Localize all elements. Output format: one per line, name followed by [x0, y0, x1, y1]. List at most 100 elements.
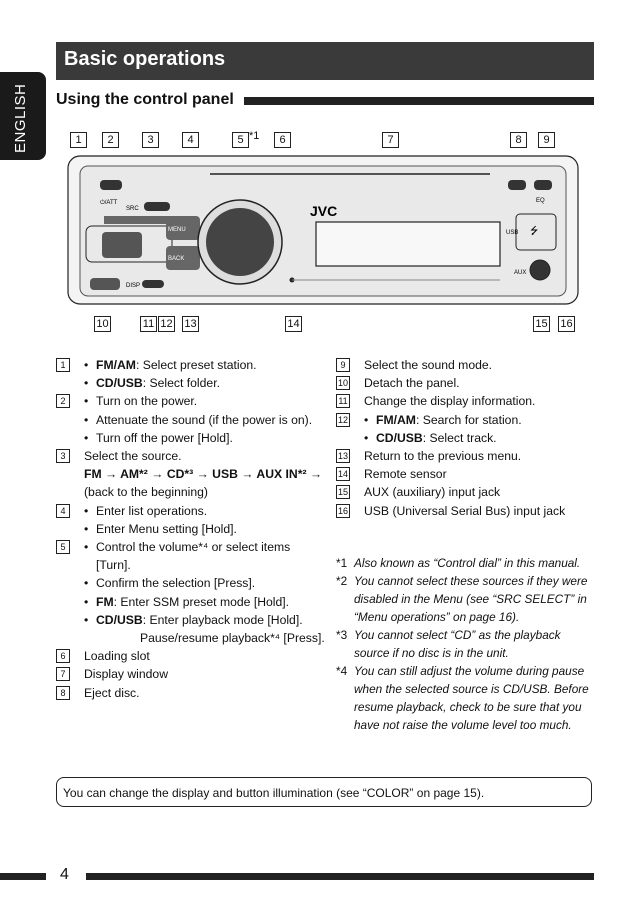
- list-item: 4Enter list operations.Enter Menu settin…: [56, 502, 326, 538]
- src-button: [144, 202, 170, 211]
- list-item: 6 Loading slot: [56, 647, 326, 665]
- item-line: FM/AM: Search for station.: [364, 411, 592, 429]
- item-number: 9: [336, 358, 350, 372]
- list-item: 8 Eject disc.: [56, 684, 326, 702]
- display-window: [315, 221, 501, 267]
- eject-button: [508, 180, 526, 190]
- item-line: Turn on the power.: [84, 392, 326, 410]
- list-item: 7 Display window: [56, 665, 326, 683]
- list-item: 12 FM/AM: Search for station.CD/USB: Sele…: [336, 411, 592, 447]
- att-button: [100, 180, 122, 190]
- control-dial: [206, 208, 274, 276]
- item-number: 12: [336, 412, 350, 427]
- item-number: 13: [336, 449, 350, 464]
- item-number: 3: [56, 449, 70, 464]
- item-line: Attenuate the sound (if the power is on)…: [84, 411, 326, 429]
- footnote: *2 You cannot select these sources if the…: [336, 572, 592, 626]
- list-item: 15 AUX (auxiliary) input jack: [336, 483, 592, 501]
- footnote-text: Also known as “Control dial” in this man…: [354, 556, 581, 570]
- language-tab: ENGLISH: [0, 72, 46, 160]
- usb-port: [515, 213, 557, 251]
- att-label: ⏻/ATT: [100, 199, 118, 206]
- footnote-mark: *2: [336, 574, 348, 588]
- section-subtitle: Using the control panel: [56, 91, 234, 108]
- list-item: 5 Control the volume*⁴ or select items [T…: [56, 538, 326, 647]
- item-number: 2: [56, 394, 70, 409]
- item-line: CD/USB: Select track.: [364, 429, 592, 447]
- footer-rule-right: [86, 873, 594, 880]
- item-line: FM → AM*² → CD*³ → USB → AUX IN*² →: [84, 467, 323, 482]
- footer-rule-left: [0, 873, 46, 880]
- callout-8: 8: [510, 132, 527, 148]
- right-column: 9 Select the sound mode. 10 Detach the pane…: [336, 356, 592, 520]
- footnote-mark: *1: [336, 556, 348, 570]
- aux-jack: [529, 259, 551, 281]
- left-column: 1FM/AM: Select preset station.CD/USB: Se…: [56, 356, 326, 702]
- arrow-buttons: [102, 232, 142, 258]
- list-item: 2 Turn on the power.Attenuate the sound (…: [56, 392, 326, 447]
- item-line: Pause/resume playback*⁴ [Press].: [140, 631, 325, 646]
- callout-3: 3: [142, 132, 159, 148]
- callout-5: 5: [232, 132, 249, 148]
- footnote-text: You cannot select “CD” as the playback s…: [354, 628, 561, 660]
- item-line: Detach the panel.: [364, 376, 460, 391]
- list-item: 9 Select the sound mode.: [336, 356, 592, 374]
- item-line: Eject disc.: [84, 685, 140, 700]
- callout-10: 10: [94, 316, 111, 332]
- item-line: FM: Enter SSM preset mode [Hold].: [84, 593, 326, 611]
- footnote-text: You can still adjust the volume during p…: [354, 664, 589, 732]
- item-line: AUX (auxiliary) input jack: [364, 485, 501, 500]
- callout-star: *1: [249, 130, 260, 142]
- item-number: 5: [56, 540, 70, 555]
- usb-label: USB: [506, 230, 518, 236]
- language-label: ENGLISH: [12, 83, 29, 153]
- subtitle-rule: [244, 97, 594, 105]
- item-line: Turn off the power [Hold].: [84, 429, 326, 447]
- section-title-bar: Basic operations: [56, 42, 594, 80]
- detach-button: [90, 278, 120, 290]
- jvc-logo: JVC: [310, 203, 337, 219]
- callout-13: 13: [182, 316, 199, 332]
- item-line: (back to the beginning): [84, 485, 208, 500]
- menu-label: MENU: [168, 227, 186, 233]
- callout-16: 16: [558, 316, 575, 332]
- callout-4: 4: [182, 132, 199, 148]
- footnote: *1 Also known as “Control dial” in this m…: [336, 554, 592, 572]
- list-item: 1FM/AM: Select preset station.CD/USB: Se…: [56, 356, 326, 393]
- item-number: 11: [336, 394, 350, 409]
- eq-label: EQ: [536, 198, 545, 204]
- item-line: Change the display information.: [364, 394, 536, 409]
- item-line: Select the source.: [84, 449, 182, 464]
- footnote-text: You cannot select these sources if they …: [354, 574, 588, 624]
- item-number: 8: [56, 685, 70, 700]
- item-number: 4: [56, 503, 70, 518]
- item-line: Return to the previous menu.: [364, 449, 522, 464]
- item-number: 15: [336, 485, 350, 500]
- disp-label: DISP: [126, 283, 140, 289]
- callout-2: 2: [102, 132, 119, 148]
- item-number: 6: [56, 649, 70, 664]
- item-number: 7: [56, 667, 70, 682]
- callout-12: 12: [158, 316, 175, 332]
- src-label: SRC: [126, 206, 139, 212]
- item-number: 14: [336, 467, 350, 482]
- callout-1: 1: [70, 132, 87, 148]
- callout-14: 14: [285, 316, 302, 332]
- item-line: Select the sound mode.: [364, 358, 493, 372]
- item-line: Display window: [84, 667, 168, 682]
- item-line: Remote sensor: [364, 467, 447, 482]
- item-line: Loading slot: [84, 649, 150, 664]
- list-item: 3 Select the source. FM → AM*² → CD*³ → US…: [56, 447, 326, 502]
- item-line: CD/USB: Enter playback mode [Hold].: [84, 611, 326, 629]
- item-line: Enter list operations.: [84, 502, 326, 520]
- disp-button: [142, 280, 164, 288]
- item-line: USB (Universal Serial Bus) input jack: [364, 503, 566, 518]
- control-panel-diagram: ⏻/ATT SRC DISP MENU BACK JVC EQ USB ⭍ AU…: [67, 155, 579, 305]
- item-line: Control the volume*⁴ or select items [Tu…: [84, 538, 326, 574]
- callout-11: 11: [140, 316, 157, 332]
- list-item: 10 Detach the panel.: [336, 374, 592, 392]
- aux-label: AUX: [514, 270, 526, 276]
- item-number: 10: [336, 376, 350, 391]
